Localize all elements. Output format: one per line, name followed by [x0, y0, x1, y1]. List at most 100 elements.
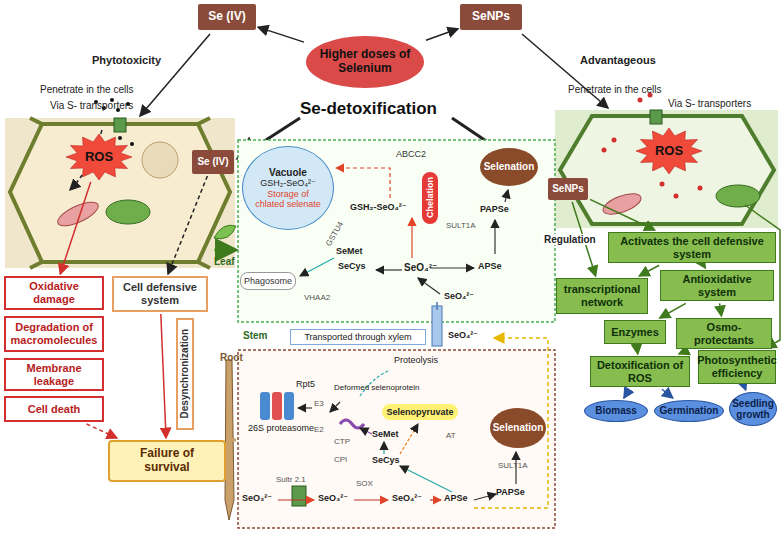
process-box: Osmo-protectants: [676, 318, 772, 349]
node-text: Oxidative damage: [10, 280, 98, 305]
illustration-part: [354, 499, 388, 500]
illustration-part: [5, 118, 235, 268]
text-label: E2: [314, 426, 324, 435]
illustration-part: [10, 124, 230, 262]
illustration-part: [360, 370, 390, 396]
illustration-part: [214, 225, 236, 239]
text-label: 26S proteasome: [248, 424, 314, 434]
illustration-part: [674, 194, 679, 199]
illustration-part: [698, 186, 703, 191]
connector-arrow: [258, 27, 304, 42]
node-text: ROS: [655, 144, 683, 159]
illustration-part: [430, 499, 441, 500]
xylem-box: Transported through xylem: [290, 329, 426, 345]
process-box: Detoxification of ROS: [590, 356, 690, 387]
connector-arrow: [637, 346, 638, 354]
damage-box: Oxidative damage: [4, 276, 104, 310]
node-text: Detoxification of ROS: [595, 359, 685, 384]
proteasome-icon: [260, 392, 294, 420]
illustration-part: [230, 439, 236, 442]
illustration-part: [30, 118, 42, 124]
ros-burst: ROS: [636, 128, 702, 174]
text-label: CPI: [334, 456, 347, 465]
illustration-part: [436, 302, 438, 310]
node-text: Desynchronization: [179, 329, 191, 418]
leaf-panel: [214, 140, 555, 346]
text-label: Advantageous: [580, 54, 656, 66]
node-text: Storage of chlated selenate: [255, 189, 321, 210]
illustration-part: [298, 407, 312, 408]
node-text: Selenopyruvate: [386, 407, 453, 417]
illustration-part: [612, 138, 617, 143]
selenation-circle: Selenation: [490, 408, 546, 448]
text-label: SULT1A: [498, 462, 528, 471]
node-text: Selenation: [493, 422, 544, 434]
illustration-part: [400, 466, 452, 492]
node-text: Se (IV): [197, 156, 228, 168]
node-text: Biomass: [595, 405, 637, 417]
illustration-part: [383, 442, 384, 454]
node-text: GSH₂-SeO₄²⁻: [260, 178, 315, 188]
node-text: transcriptional network: [561, 283, 643, 308]
node-text: Phagosome: [244, 276, 292, 286]
metabolite-pill: Selenopyruvate: [382, 404, 458, 420]
illustration-part: [560, 116, 774, 224]
text-label: SeO₃²⁻: [318, 494, 348, 504]
text-label: Penetrate in the cells: [40, 84, 133, 95]
illustration-part: [336, 168, 390, 198]
node-text: Osmo-protectants: [681, 321, 767, 346]
text-label: Sultr 2.1: [276, 476, 306, 485]
node-text: Selenation: [484, 161, 535, 173]
text-label: SeCys: [372, 456, 400, 466]
illustration-part: [411, 218, 412, 258]
selenium-form-box: SeNPs: [548, 178, 588, 200]
node-text: Transported through xylem: [304, 332, 411, 342]
connector-arrow: [662, 389, 673, 398]
node-text: SeNPs: [552, 183, 584, 195]
damage-box: Membrane leakage: [4, 358, 104, 391]
text-label: ABCC2: [396, 150, 426, 160]
connector-arrow: [639, 265, 659, 276]
outcome-oval: Biomass: [584, 400, 648, 422]
illustration-part: [118, 136, 122, 140]
node-text: Membrane leakage: [10, 362, 98, 387]
illustration-part: [522, 34, 608, 108]
illustration-part: [376, 269, 402, 270]
illustration-part: [638, 98, 643, 103]
selenation-circle: Selenation: [480, 148, 538, 186]
illustration-part: [30, 262, 42, 268]
process-box: Photosynthetic efficiency: [698, 350, 776, 384]
node-text: Activates the cell defensive system: [613, 235, 771, 260]
node-text: ROS: [85, 150, 113, 165]
text-label: APSe: [478, 262, 502, 272]
text-label: AT: [446, 432, 456, 441]
text-label: Penetrate in the cells: [568, 84, 661, 95]
text-label: SeO₄²⁻: [444, 292, 474, 302]
text-label: Via S- transporters: [668, 98, 751, 109]
text-label: SeMet: [336, 247, 363, 257]
connector-arrow: [87, 424, 117, 438]
node-text: Se (IV): [208, 10, 245, 24]
connector-arrow: [624, 389, 629, 398]
node-text: Degradation of macromolecules: [10, 321, 98, 346]
selenium-ellipse: Higher doses of Selenium: [306, 36, 424, 88]
vacuole-ellipse: VacuoleGSH₂-SeO₄²⁻Storage of chlated sel…: [242, 146, 334, 230]
illustration-part: [360, 428, 372, 434]
text-label: GSTU4: [325, 221, 346, 248]
node-text: Chelation: [425, 177, 435, 218]
text-label: Root: [220, 352, 243, 363]
outcome-oval: Germination: [654, 400, 724, 422]
process-box: transcriptional network: [556, 278, 648, 314]
text-label: SeCys: [338, 262, 366, 272]
illustration-part: [130, 142, 134, 146]
selenium-form-box: Se (IV): [192, 150, 234, 174]
text-label: SeO₄²⁻: [392, 494, 422, 504]
text-label: CTP: [334, 438, 350, 447]
text-label: SeO₃²⁻: [242, 494, 272, 504]
root-panel: [225, 338, 555, 528]
text-label: PAPSe: [496, 488, 525, 498]
phagosome-box: Phagosome: [240, 272, 296, 290]
illustration-part: [602, 148, 607, 153]
node-text: Enzymes: [611, 326, 659, 339]
